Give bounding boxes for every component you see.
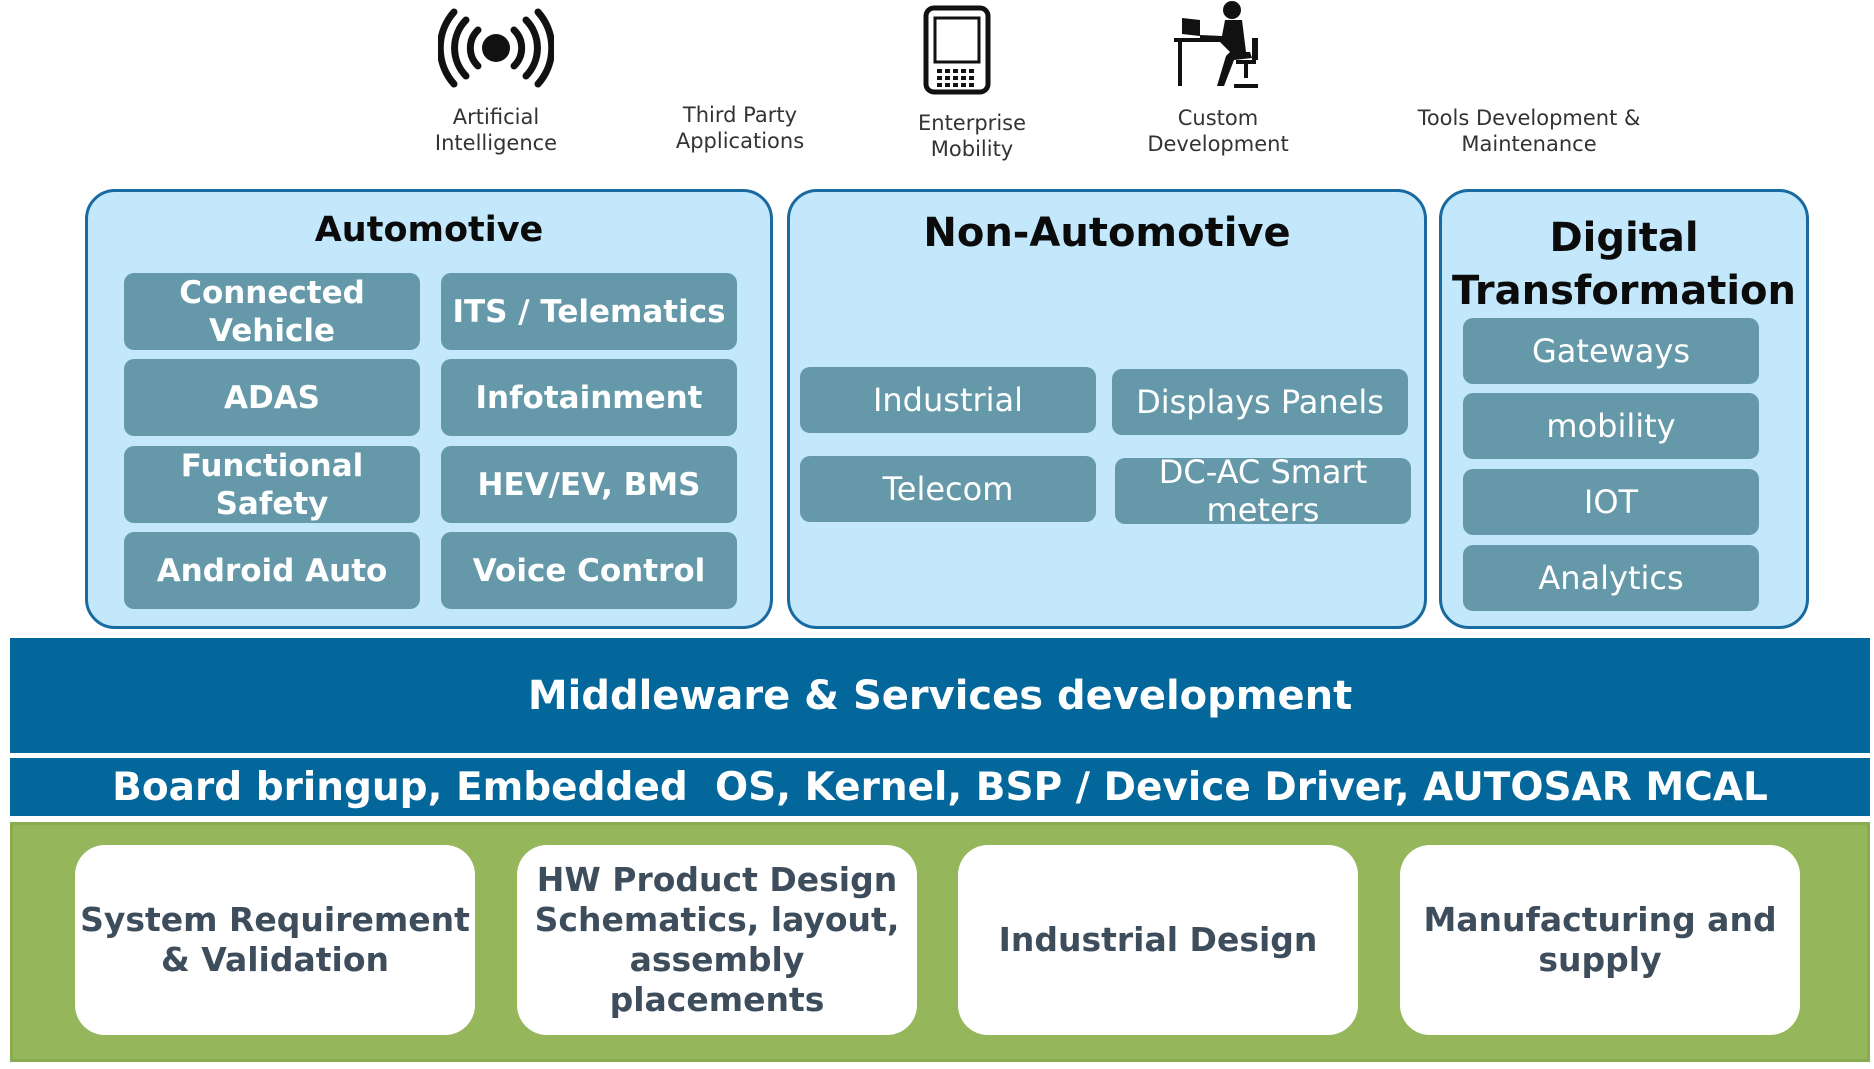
- digital-transformation-title: Digital Transformation: [1442, 212, 1806, 318]
- tile-4-line-1: Infotainment: [475, 379, 703, 416]
- tile-8-line-1: Voice Control: [472, 552, 706, 589]
- card-3-line-1: Industrial Design: [998, 920, 1318, 959]
- tile-4-line-2: meters: [1206, 491, 1320, 524]
- tile-6-line-1: HEV/EV, BMS: [477, 466, 701, 503]
- tile-industrial: Industrial: [800, 367, 1096, 433]
- caption-3-line-1: Enterprise: [917, 111, 1027, 135]
- caption-5-line-2: Maintenance: [1461, 132, 1597, 156]
- tile-5-line-1: Functional: [180, 447, 364, 484]
- caption-1-line-1: Artificial: [452, 105, 540, 129]
- card-1-line-2: & Validation: [160, 940, 390, 979]
- tile-mobility: mobility: [1463, 393, 1759, 459]
- card-1-line-1: System Requirement: [80, 900, 470, 939]
- tile-1-line-2: Vehicle: [208, 312, 336, 349]
- tile-hev-ev-bms: HEV/EV, BMS: [441, 446, 737, 523]
- mobile-device-icon: [923, 5, 991, 95]
- wireless-signal-icon: [438, 8, 554, 88]
- non-automotive-title: Non-Automotive: [923, 210, 1291, 256]
- tile-4-line-1: DC-AC Smart: [1158, 458, 1368, 491]
- caption-1-line-2: Intelligence: [434, 131, 558, 155]
- tile-5-line-2: Safety: [215, 485, 329, 522]
- caption-3-line-2: Mobility: [930, 137, 1014, 161]
- tile-3-line-1: Telecom: [882, 470, 1014, 508]
- tile-voice-control: Voice Control: [441, 532, 737, 609]
- card-4-line-1: Manufacturing and: [1423, 900, 1777, 939]
- caption-tools-development-maintenance: Tools Development &Maintenance: [1399, 105, 1659, 157]
- card-industrial-design: Industrial Design: [958, 845, 1358, 1035]
- card-2-line-3: assembly placements: [609, 940, 825, 1019]
- tile-analytics: Analytics: [1463, 545, 1759, 611]
- tile-iot: IOT: [1463, 469, 1759, 535]
- tile-adas: ADAS: [124, 359, 420, 436]
- card-2-line-1: HW Product Design: [536, 860, 898, 899]
- tile-telecom: Telecom: [800, 456, 1096, 522]
- caption-4-line-2: Development: [1147, 132, 1289, 156]
- person-at-computer-icon: [1174, 1, 1258, 88]
- middleware-bar: Middleware & Services development: [10, 638, 1870, 753]
- board-bar: Board bringup, Embedded OS, Kernel, BSP …: [10, 758, 1870, 816]
- tile-displays-panels: Displays Panels: [1112, 369, 1408, 435]
- card-system-requirement-validation: System Requirement& Validation: [75, 845, 475, 1035]
- digital-title-line-1: Digital: [1549, 215, 1699, 261]
- card-4-line-2: supply: [1538, 940, 1662, 979]
- tile-gateways: Gateways: [1463, 318, 1759, 384]
- middleware-bar-label: Middleware & Services development: [527, 672, 1353, 719]
- caption-2-line-1: Third Party: [682, 103, 798, 127]
- tile-its-telematics: ITS / Telematics: [441, 273, 737, 350]
- digital-title-line-2: Transformation: [1452, 268, 1796, 314]
- caption-5-line-1: Tools Development &: [1417, 106, 1641, 130]
- caption-2-line-2: Applications: [675, 129, 805, 153]
- tile-1-line-1: Industrial: [872, 381, 1024, 419]
- tile-2-line-1: ITS / Telematics: [452, 293, 726, 330]
- tile-infotainment: Infotainment: [441, 359, 737, 436]
- tile-2-line-1: Displays Panels: [1136, 383, 1384, 421]
- automotive-title: Automotive: [314, 210, 544, 250]
- tile-7-line-1: Android Auto: [156, 552, 388, 589]
- board-bar-label: Board bringup, Embedded OS, Kernel, BSP …: [112, 764, 1768, 810]
- card-2-line-2: Schematics, layout,: [534, 900, 900, 939]
- tile-3-line-1: ADAS: [223, 379, 321, 416]
- tile-1-line-1: Connected: [179, 274, 365, 311]
- tile-android-auto: Android Auto: [124, 532, 420, 609]
- caption-4-line-1: Custom: [1177, 106, 1259, 130]
